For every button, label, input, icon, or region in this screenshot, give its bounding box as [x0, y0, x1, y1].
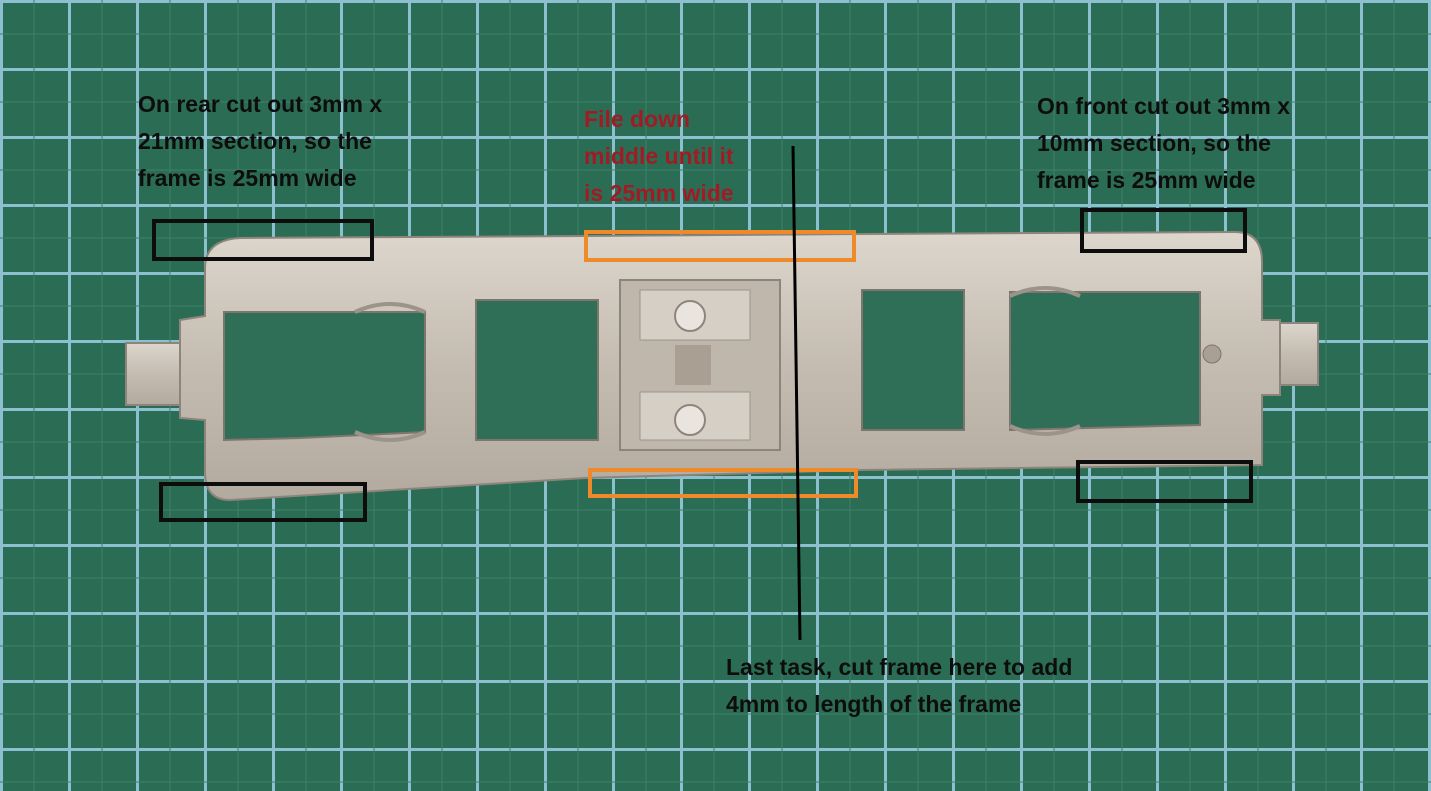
file-down-note: File down middle until it is 25mm wide [584, 106, 734, 206]
front-cut-note: On front cut out 3mm x 10mm section, so … [1037, 93, 1290, 193]
rear-cut-box-top [152, 219, 374, 261]
cut-line [791, 145, 802, 641]
file-down-box-bottom [588, 468, 858, 498]
chassis-frame [125, 230, 1319, 502]
rear-cut-box-bottom [159, 482, 367, 522]
last-task-note: Last task, cut frame here to add 4mm to … [726, 654, 1073, 717]
file-down-box-top [584, 230, 856, 262]
rear-cut-note: On rear cut out 3mm x 21mm section, so t… [138, 91, 383, 191]
front-cut-box-top [1080, 208, 1247, 253]
front-cut-box-bottom [1076, 460, 1253, 503]
